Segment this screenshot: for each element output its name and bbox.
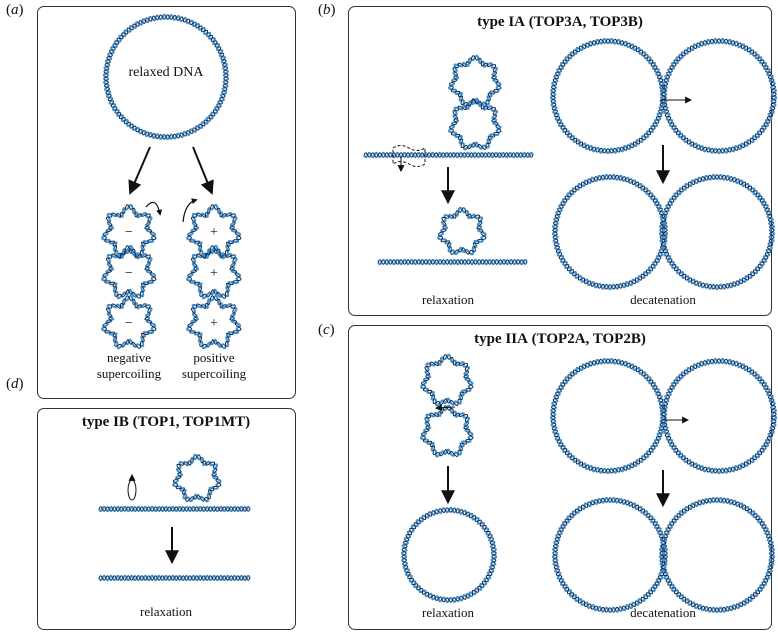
panel-c-decatenation-label: decatenation <box>630 605 696 620</box>
panel-c-relaxation-label: relaxation <box>422 605 474 620</box>
panel-b-decatenation-label: decatenation <box>630 292 696 307</box>
supercoil-loop-2-strand-b <box>102 245 157 299</box>
pos-sign-3: + <box>210 316 218 331</box>
b-catenane-right-strand-b <box>661 38 777 154</box>
b-catenane-right <box>660 37 778 155</box>
panel-b-letter: (b) <box>318 2 336 18</box>
supercoil-loop-5 <box>185 244 242 300</box>
c-catenane-left-strand-b <box>550 358 666 474</box>
panel-b-frame <box>348 6 772 316</box>
b-loop-top-strand-a <box>447 54 502 108</box>
b-linear-dna-bottom <box>377 258 528 266</box>
b-loop-top-strand-b <box>448 55 502 108</box>
supercoil-loop-6 <box>185 294 242 350</box>
c-separated-left-strand-b <box>552 497 668 613</box>
panel-b-relaxation-label: relaxation <box>422 292 474 307</box>
c-catenane-right <box>660 357 778 475</box>
c-strand-pass-arrow <box>434 404 456 412</box>
c-catenane-right-strand-b <box>661 358 777 474</box>
supercoil-loop-3-strand-b <box>102 295 157 349</box>
b-catenane-left-strand-b <box>550 38 666 154</box>
arrow-to-positive <box>192 146 214 195</box>
b-relaxed-loop <box>437 206 487 256</box>
panel-d-frame <box>37 408 296 630</box>
relaxed-dna-circle-strand-a <box>102 13 230 141</box>
rotation-arrow-negative <box>145 201 163 216</box>
c-relaxed-circle-strand-a <box>400 506 498 604</box>
c-loop-bottom-strand-a <box>419 404 474 458</box>
panel-c-frame <box>348 325 772 630</box>
b-relaxed-loop-strand-b <box>437 207 487 255</box>
c-loop-bottom-strand-b <box>420 405 474 458</box>
rotation-arrow-positive <box>182 198 198 223</box>
b-loop-top <box>447 54 502 108</box>
neg-sign-3: − <box>125 316 133 331</box>
b-separated-left-strand-b <box>552 174 668 290</box>
supercoil-loop-2 <box>100 244 157 300</box>
c-catenane-left <box>549 357 667 475</box>
arrow-to-negative <box>128 146 151 195</box>
b-linear-dna-bottom-strand-b <box>377 259 528 265</box>
b-separated-right-strand-b <box>659 174 775 290</box>
d-rotation-swivel <box>127 479 137 501</box>
d-linear-dna-bottom <box>98 574 251 582</box>
c-loop-top-strand-b <box>420 354 474 407</box>
c-loop-bottom <box>419 404 474 458</box>
panel-c-letter: (c) <box>318 322 335 338</box>
panel-d-title: type IB (TOP1, TOP1MT) <box>81 414 251 430</box>
supercoil-loop-5-strand-b <box>187 245 242 299</box>
panel-c-title: type IIA (TOP2A, TOP2B) <box>474 331 646 347</box>
c-loop-top <box>419 353 474 407</box>
relaxed-dna-circle <box>102 13 230 141</box>
pos-sign-1: + <box>210 225 218 240</box>
panel-a-letter: (a) <box>6 2 24 18</box>
b-separated-left <box>551 173 669 291</box>
c-relaxed-circle-strand-b <box>401 507 497 603</box>
supercoil-loop-3 <box>100 294 157 350</box>
d-supercoil-loop <box>172 453 222 503</box>
panel-d-letter: (d) <box>6 376 24 392</box>
neg-sign-1: − <box>125 225 133 240</box>
supercoil-loop-6-strand-b <box>187 295 242 349</box>
c-loop-top-strand-a <box>419 353 474 407</box>
d-linear-dna-top <box>98 505 251 513</box>
b-linear-dna-top <box>363 151 534 159</box>
b-separated-right <box>658 173 776 291</box>
d-linear-dna-top-strand-b <box>98 506 251 512</box>
b-catenane-left <box>549 37 667 155</box>
panel-d-relaxation-label: relaxation <box>140 604 192 619</box>
b-loop-bottom <box>447 97 502 151</box>
c-separated-right-strand-b <box>659 497 775 613</box>
panel-b-title: type IA (TOP3A, TOP3B) <box>477 14 643 30</box>
b-loop-bottom-strand-b <box>448 98 502 151</box>
supercoil-loop-4-strand-b <box>187 204 242 258</box>
c-relaxed-circle <box>400 506 498 604</box>
c-separated-left <box>551 496 669 614</box>
supercoil-loop-1-strand-b <box>102 204 157 258</box>
b-cleavage-gate <box>392 145 426 167</box>
d-supercoil-loop-strand-b <box>172 454 222 502</box>
pos-sign-2: + <box>210 266 218 281</box>
relaxed-dna-circle-strand-b <box>103 14 229 140</box>
b-linear-dna-top-strand-b <box>363 152 534 158</box>
panel-a-frame <box>37 6 296 399</box>
relaxed-dna-label: relaxed DNA <box>128 65 204 80</box>
b-loop-bottom-strand-a <box>447 97 502 151</box>
neg-sign-2: − <box>125 266 133 281</box>
c-separated-right <box>658 496 776 614</box>
d-linear-dna-bottom-strand-b <box>98 575 251 581</box>
